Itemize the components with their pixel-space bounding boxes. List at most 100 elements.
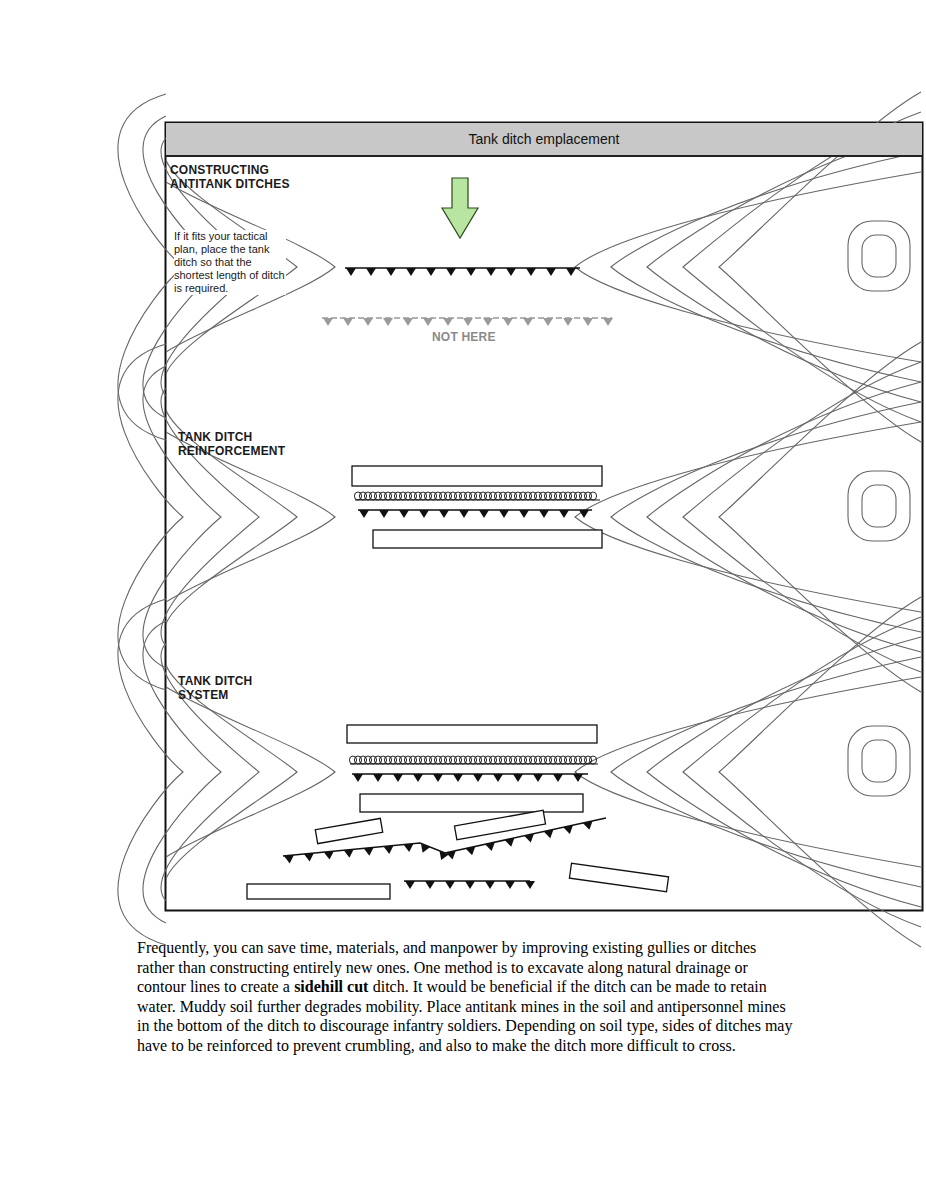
ditch-tick: [525, 881, 535, 889]
ditch-tick: [544, 829, 554, 838]
contour-line: [143, 366, 221, 668]
contour-line: [611, 657, 921, 887]
concertina-coil: [589, 756, 596, 764]
ditch-tick: [473, 774, 483, 782]
ditch-tick: [386, 268, 396, 276]
ditch-tick: [393, 774, 403, 782]
minefield-strip: [347, 725, 597, 743]
ditch-tick: [505, 881, 515, 889]
warning-label: NOT HERE: [432, 330, 552, 344]
contour-line: [611, 402, 921, 632]
bold-term: sidehill cut: [294, 978, 368, 995]
ditch-tick: [493, 774, 503, 782]
figure-frame: [166, 123, 923, 911]
ditch-tick: [439, 510, 449, 518]
tank-ditch: [352, 773, 588, 775]
ditch-tick: [344, 849, 354, 857]
minefield-strip: [360, 794, 583, 812]
ditch-tick: [379, 510, 389, 518]
ditch-tick: [506, 268, 516, 276]
ditch-tick: [399, 510, 409, 518]
ditch-tick: [426, 268, 436, 276]
contour-line: [647, 382, 921, 652]
ditch-tick: [479, 510, 489, 518]
ditch-tick: [425, 881, 435, 889]
ditch-tick: [324, 851, 334, 859]
ditch-tick: [463, 318, 473, 326]
tank-ditch: [345, 267, 580, 269]
body-paragraph: Frequently, you can save time, materials…: [137, 938, 797, 1056]
ditch-tick: [446, 268, 456, 276]
ditch-tick: [423, 318, 433, 326]
ditch-tick: [546, 268, 556, 276]
ditch-tick: [384, 846, 394, 854]
hilltop-contour: [862, 740, 896, 782]
ditch-tick: [539, 510, 549, 518]
ditch-tick: [419, 510, 429, 518]
ditch-tick: [573, 774, 583, 782]
concertina-coil: [589, 492, 596, 500]
ditch-tick: [421, 843, 430, 852]
contour-lines: [118, 92, 921, 947]
contour-line: [719, 597, 921, 947]
ditch-works: [247, 268, 669, 899]
minefield-strip: [247, 884, 390, 899]
hilltop-contour: [848, 471, 910, 541]
contour-line: [647, 132, 921, 402]
ditch-tick: [453, 774, 463, 782]
panel-heading: CONSTRUCTING ANTITANK DITCHES: [170, 163, 310, 191]
contour-line: [719, 342, 921, 692]
ditch-tick: [359, 510, 369, 518]
ditch-tick: [523, 318, 533, 326]
ditch-tick: [466, 846, 476, 855]
ditch-tick: [433, 774, 443, 782]
ditch-tick: [413, 774, 423, 782]
ditch-tick: [499, 510, 509, 518]
contour-line: [166, 160, 297, 374]
ditch-tick: [566, 268, 576, 276]
ditch-tick: [284, 855, 294, 863]
contour-line: [161, 388, 259, 646]
ditch-tick: [445, 881, 455, 889]
ditch-tick: [439, 851, 448, 860]
minefield-strip: [569, 863, 668, 891]
ditch-tick: [563, 825, 573, 834]
ditch-tick: [383, 318, 393, 326]
ditch-tick: [459, 510, 469, 518]
direction-arrow: [442, 178, 478, 238]
ditch-tick: [486, 268, 496, 276]
ditch-tick: [343, 318, 353, 326]
ditch-tick: [373, 774, 383, 782]
ditch-tick: [583, 821, 593, 830]
hilltop-contour: [862, 485, 896, 527]
hilltop-contour: [848, 221, 910, 291]
panel-heading: TANK DITCH SYSTEM: [178, 674, 298, 702]
contour-line: [166, 182, 335, 352]
title-bar: Tank ditch emplacement: [166, 123, 922, 157]
ditch-tick: [579, 510, 589, 518]
ditch-tick: [363, 318, 373, 326]
minefield-strip: [373, 530, 602, 548]
ditch-tick: [406, 268, 416, 276]
ditch-tick: [505, 838, 515, 847]
ditch-tick: [323, 318, 333, 326]
ditch-tick: [446, 851, 456, 860]
panel-heading: TANK DITCH REINFORCEMENT: [178, 430, 318, 458]
ditch-tick: [553, 774, 563, 782]
note-text: If it fits your tactical plan, place the…: [174, 230, 286, 295]
contour-line: [118, 599, 183, 945]
ditch-tick: [483, 318, 493, 326]
ditch-tick: [513, 774, 523, 782]
ditch-tick: [366, 268, 376, 276]
ditch-tick: [443, 318, 453, 326]
contour-line: [118, 344, 183, 690]
ditch-tick: [524, 834, 534, 843]
ditch-tick: [403, 318, 413, 326]
figure-title: Tank ditch emplacement: [469, 131, 620, 147]
ditch-tick: [346, 268, 356, 276]
contour-line: [143, 621, 221, 923]
minefield-strip: [315, 818, 382, 843]
ditch-tick: [559, 510, 569, 518]
hilltop-contour: [862, 235, 896, 277]
ditch-tick: [519, 510, 529, 518]
